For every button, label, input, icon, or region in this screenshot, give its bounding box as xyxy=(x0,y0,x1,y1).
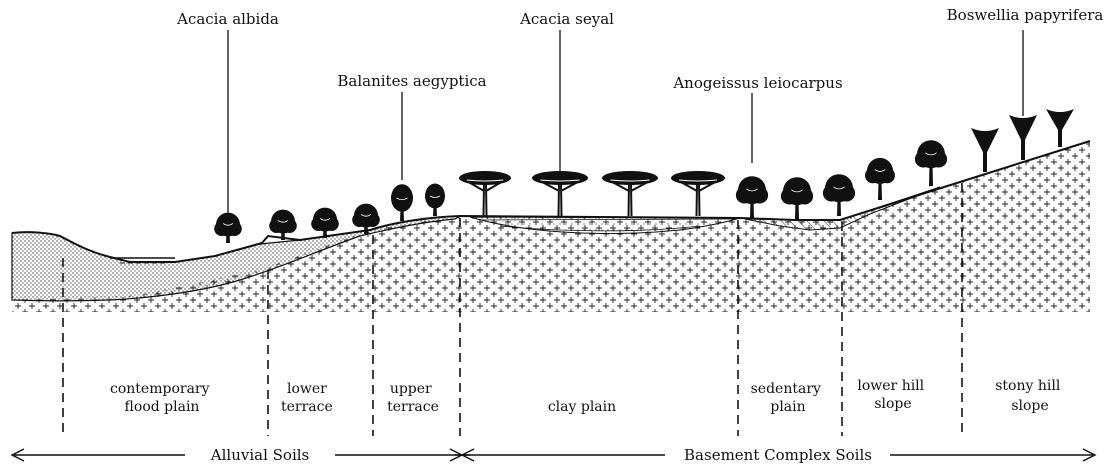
soil-group-arrows xyxy=(12,449,1095,461)
zone-label-lower-hill-slope: lower hill slope xyxy=(857,378,928,412)
tree-boswellia-papyrifera xyxy=(971,128,999,172)
tree-anogeissus xyxy=(865,158,895,200)
tree-round xyxy=(311,208,339,238)
tree-anogeissus xyxy=(781,177,813,219)
species-label-acacia-albida: Acacia albida xyxy=(176,10,279,28)
tree-round xyxy=(269,210,297,240)
zone-label-contemporary-flood-plain: contemporary flood plain xyxy=(110,381,214,415)
tree-acacia-seyal xyxy=(459,171,511,216)
species-pointers xyxy=(228,30,1023,214)
tree-balanites xyxy=(425,184,445,217)
soil-label-alluvial: Alluvial Soils xyxy=(210,446,309,464)
tree-acacia-albida xyxy=(214,213,242,243)
tree-anogeissus-leiocarpus xyxy=(736,176,768,218)
zone-label-sedentary-plain: sedentary plain xyxy=(751,381,826,415)
species-label-anogeissus-leiocarpus: Anogeissus leiocarpus xyxy=(672,74,842,92)
soil-label-basement-complex: Basement Complex Soils xyxy=(684,446,872,464)
zone-label-lower-terrace: lower terrace xyxy=(281,381,333,415)
species-label-acacia-seyal: Acacia seyal xyxy=(519,10,614,28)
species-label-boswellia-papyrifera: Boswellia papyrifera xyxy=(947,6,1104,24)
tree-balanites-aegyptica xyxy=(391,184,413,221)
tree-acacia-seyal xyxy=(602,171,658,216)
zone-label-clay-plain: clay plain xyxy=(548,399,616,415)
zone-label-stony-hill-slope: stony hill slope xyxy=(995,378,1065,414)
tree-anogeissus xyxy=(915,140,947,186)
species-label-balanites-aegyptica: Balanites aegyptica xyxy=(337,72,486,90)
zone-label-upper-terrace: upper terrace xyxy=(387,381,439,415)
tree-acacia-seyal xyxy=(671,171,725,216)
tree-acacia-seyal xyxy=(532,171,588,216)
tree-boswellia-papyrifera xyxy=(1046,109,1074,147)
tree-boswellia-papyrifera xyxy=(1009,115,1037,160)
tree-anogeissus xyxy=(823,174,855,216)
